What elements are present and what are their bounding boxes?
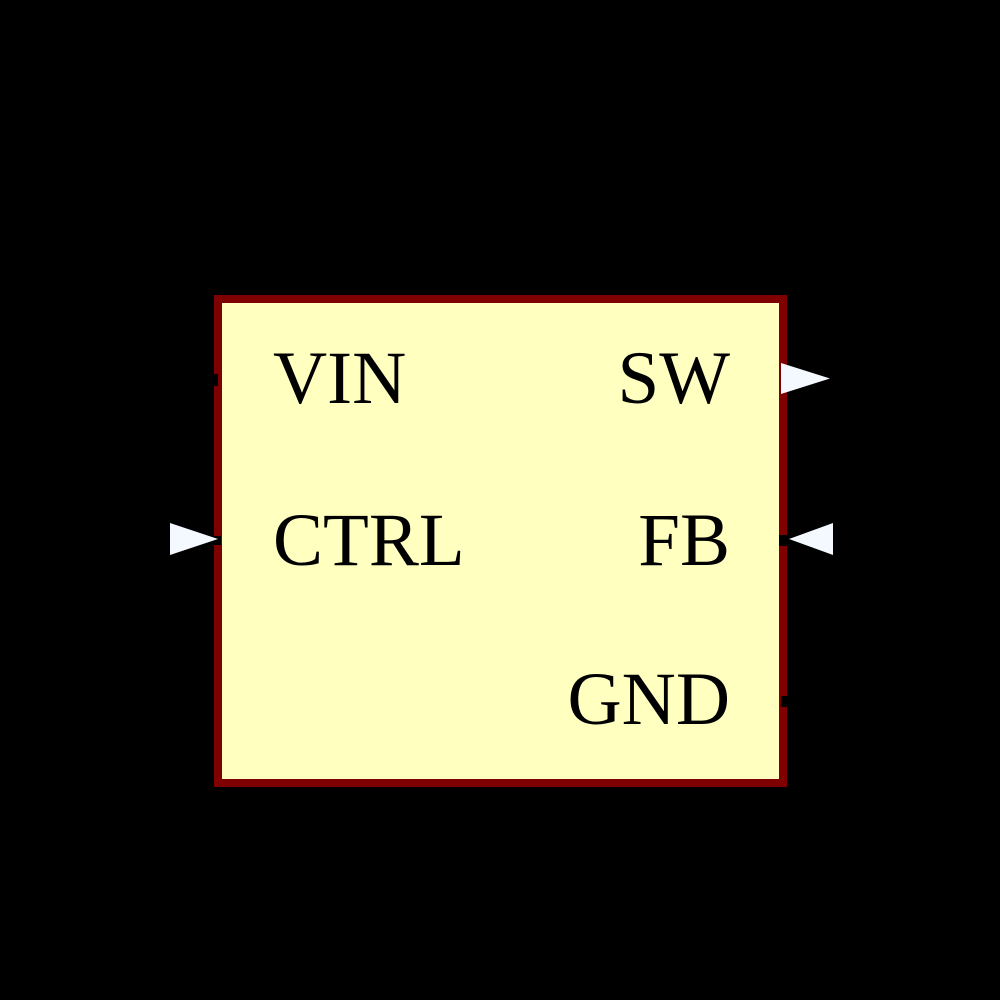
pin-label-sw: SW <box>617 337 731 420</box>
component-body[interactable] <box>214 295 787 787</box>
ctrl-input-arrow-icon[interactable] <box>170 523 218 555</box>
fb-input-arrow-icon[interactable] <box>789 523 833 555</box>
pin-label-ctrl: CTRL <box>273 499 465 582</box>
arrow-left-icon <box>789 523 833 555</box>
arrow-right-icon <box>170 523 218 555</box>
pin-vin-stub[interactable] <box>205 374 218 386</box>
arrow-right-icon <box>781 363 830 394</box>
pin-label-vin: VIN <box>273 337 407 420</box>
pin-label-gnd: GND <box>567 658 731 741</box>
pin-gnd-stub[interactable] <box>781 696 792 707</box>
pin-label-fb: FB <box>638 499 730 582</box>
pin-fb-stub[interactable] <box>779 535 789 546</box>
sw-output-arrow-icon[interactable] <box>781 363 830 394</box>
pin-ctrl-stub[interactable] <box>213 536 221 545</box>
